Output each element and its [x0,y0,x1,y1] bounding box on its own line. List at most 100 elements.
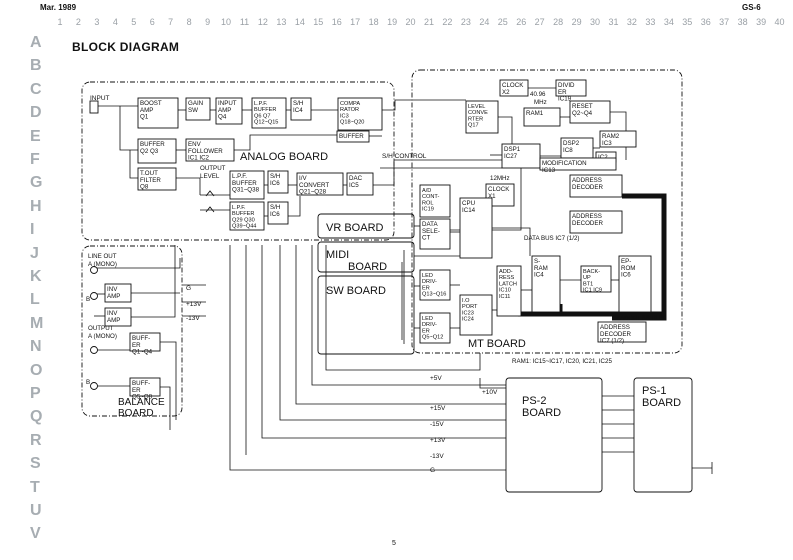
block-text: IC6 [621,272,631,279]
block-text: SELE- [422,228,440,235]
board-ps2 [505,377,603,493]
board-label-balance: BALANCE [118,397,165,408]
block-text: CT [422,235,430,242]
grid-number: 6 [149,17,155,27]
grid-number: 31 [608,17,619,27]
grid-number: 22 [442,17,453,27]
signal-wire [129,150,138,179]
circuit-blocks: BOOSTAMPQ1GAINSWINPUTAMPQ4L.P.F.BUFFERQ6… [104,79,652,401]
label-input: INPUT [90,95,110,102]
signal-wire [288,196,301,217]
block-text: IC4 [293,107,303,114]
block-text: IC23 [462,310,474,316]
block-text: CONT- [422,194,440,200]
signal-wire [479,378,506,389]
block-text: BOOST [140,100,162,107]
block-text: BUFF- [132,380,150,387]
signal-wire [382,99,466,111]
grid-number: 2 [75,17,81,27]
block-text: S- [534,258,540,265]
rail-label: +13V [186,301,202,308]
block-text: A/D [422,188,431,194]
output-jack-icon [90,266,98,274]
block-text: L.P.F. [232,205,246,211]
block-text: Q1 [140,114,149,121]
block-ram1: RAM1 [523,107,561,127]
block-text: RAM [534,265,548,272]
block-text: IC10 [499,288,511,294]
grid-letter: M [30,314,44,332]
signal-wire [94,258,181,269]
signal-wire [311,245,506,386]
board-vr [317,213,415,239]
block-text: PORT [462,304,478,310]
board-label-balance: BOARD [118,408,154,419]
block-text: AMP [140,107,153,114]
block-text: IC27 [504,153,518,160]
grid-letter: E [30,127,41,145]
block-text: S/H [270,204,280,211]
signal-wire [325,245,481,371]
block-text: IC3 [602,140,612,147]
block-text: BUFFER [232,211,254,217]
block-text: Q2~Q4 [572,110,593,117]
label-output-level: LEVEL [200,173,220,180]
block-text: IC24 [462,317,474,323]
block-text: CONVERT [299,182,329,189]
board-ps1 [633,377,693,493]
label-line-out: A (MONO) [88,261,117,268]
block-text: BUFFER [339,133,364,140]
potentiometer-icon [205,206,215,213]
block-text: T.OUT [140,170,158,177]
block-text: IC3 [340,113,349,119]
block-text: Q12~Q15 [254,120,278,126]
block-text: Q39~Q44 [232,224,256,230]
grid-number: 24 [479,17,490,27]
block-text: COMPA [340,101,360,107]
block-text: DSP1 [504,146,521,153]
grid-letter: I [30,221,35,239]
grid-number: 11 [239,17,250,27]
board-outlines [81,69,693,493]
block-text: RAM1 [526,110,544,117]
block-text: CLOCK [488,186,510,193]
board-label-ps1: BOARD [642,397,681,409]
block-text: I/V [299,175,307,182]
rail-label: -13V [430,453,444,460]
label-40mhz: MHz [534,99,547,106]
block-text: S/H [270,173,280,180]
signal-wire [498,116,513,144]
grid-number: 23 [460,17,471,27]
block-text: RTER [468,116,483,122]
grid-number: 18 [368,17,379,27]
block-text: IC7 (1/2) [600,338,624,345]
block-text: ADDRESS [572,213,602,220]
rail-label: +10V [482,389,498,396]
block-text: ER [132,387,141,394]
label-b1: B [86,296,90,303]
grid-number: 7 [168,17,174,27]
grid-letter: N [30,338,42,356]
grid-number: 14 [294,17,305,27]
block-text: UP [583,275,591,281]
block-text: EP- [621,258,631,265]
block-text: DECODER [572,220,603,227]
block-text: LATCH [499,281,517,287]
block-text: ADD- [499,269,513,275]
block-text: ER [132,342,141,349]
signal-wire [279,245,506,421]
block-text: GAIN [188,100,203,107]
